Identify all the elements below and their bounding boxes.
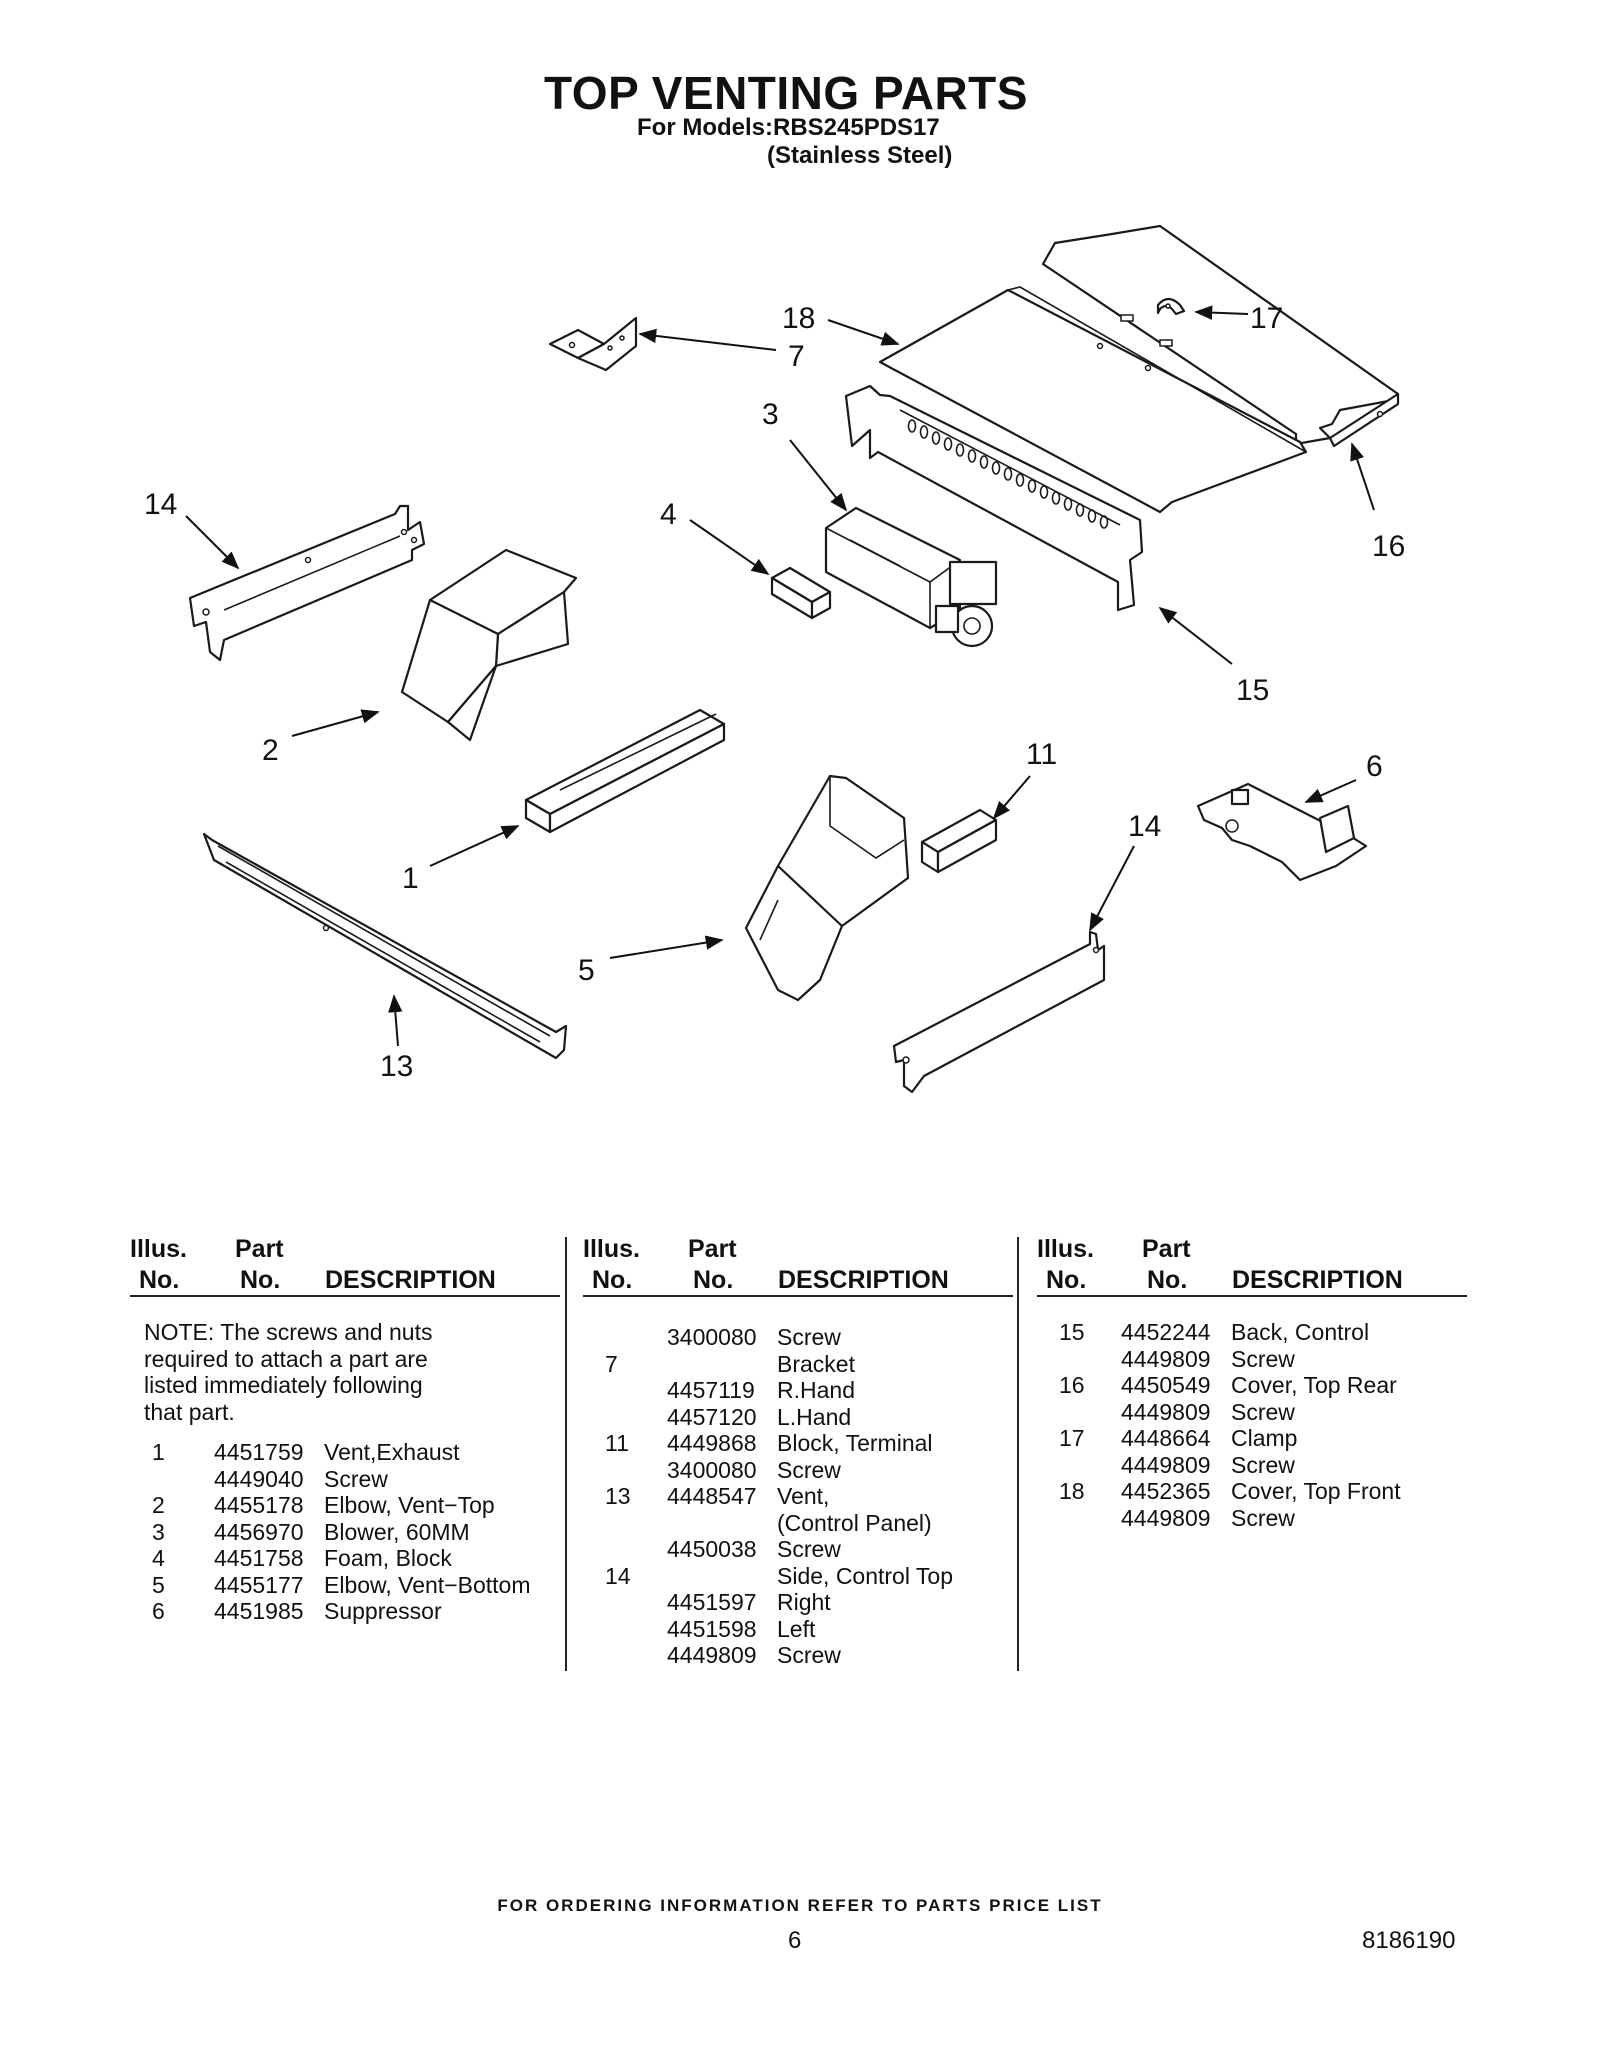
models-line-2: (Stainless Steel) [767, 142, 953, 169]
part-14-side-control-top-upper [188, 504, 426, 662]
part-11-terminal-block [920, 808, 998, 874]
header-part: Part [235, 1235, 284, 1263]
table-header: Illus. No. Part No. DESCRIPTION [1037, 1235, 1467, 1297]
page-number: 6 [788, 1927, 802, 1954]
part-1-vent-exhaust [524, 708, 726, 834]
header-description: DESCRIPTION [778, 1266, 949, 1294]
part-7-bracket [548, 316, 638, 372]
callout-14-lower: 14 [1128, 810, 1161, 843]
part-2-elbow-vent-top [400, 548, 578, 742]
table-row: (Control Panel) [777, 1509, 932, 1536]
header-description: DESCRIPTION [325, 1266, 496, 1294]
table-rows: NOTE: The screws and nuts required to at… [130, 1297, 560, 1625]
header-illus: Illus. [130, 1235, 187, 1263]
column-divider [1017, 1237, 1019, 1671]
header-illus-no: No. [592, 1266, 633, 1294]
table-header: Illus. No. Part No. DESCRIPTION [583, 1235, 1013, 1297]
header-illus: Illus. [1037, 1235, 1094, 1263]
parts-table-column-1: Illus. No. Part No. DESCRIPTION NOTE: Th… [130, 1235, 560, 1625]
part-14-side-control-top-lower [892, 930, 1106, 1094]
callout-2: 2 [262, 734, 279, 767]
callout-4: 4 [660, 498, 677, 531]
note-line: required to attach a part are [144, 1345, 428, 1372]
exploded-parts-diagram: 18 17 7 3 14 4 16 15 2 11 6 14 1 5 13 [144, 224, 1405, 1094]
part-15-control-back [844, 384, 1144, 612]
callout-16: 16 [1372, 530, 1405, 563]
part-16-top-rear-cover [1041, 224, 1400, 448]
page-title: TOP VENTING PARTS [544, 67, 1028, 119]
header-part: Part [1142, 1235, 1191, 1263]
header-illus-no: No. [139, 1266, 180, 1294]
callout-14-upper: 14 [144, 488, 177, 521]
header-part-no: No. [693, 1266, 734, 1294]
part-17-clamp [1156, 297, 1186, 316]
header-part: Part [688, 1235, 737, 1263]
models-caption: For Models:RBS245PDS17 (Stainless Steel) [637, 114, 952, 170]
callout-3: 3 [762, 398, 779, 431]
note-text: NOTE: The screws and nuts required to at… [130, 1319, 560, 1425]
callout-1: 1 [402, 862, 419, 895]
callout-13: 13 [380, 1050, 413, 1083]
part-13-control-panel-vent [202, 832, 568, 1060]
callout-6: 6 [1366, 750, 1383, 783]
models-line-1: For Models:RBS245PDS17 [637, 114, 940, 141]
callout-5: 5 [578, 954, 595, 987]
callout-18: 18 [782, 302, 815, 335]
column-divider [565, 1237, 567, 1671]
note-line: listed immediately following [144, 1372, 423, 1398]
header-part-no: No. [240, 1266, 281, 1294]
part-6-suppressor [1196, 782, 1368, 882]
part-5-elbow-vent-bottom [744, 774, 910, 1002]
callout-15: 15 [1236, 674, 1269, 707]
callout-17: 17 [1250, 302, 1283, 335]
callout-11: 11 [1026, 738, 1057, 771]
document-number: 8186190 [1362, 1927, 1456, 1954]
header-description: DESCRIPTION [1232, 1266, 1403, 1294]
note-line: NOTE: The screws and nuts [144, 1319, 433, 1345]
callout-7: 7 [788, 340, 805, 373]
header-part-no: No. [1147, 1266, 1188, 1294]
note-line: that part. [144, 1398, 235, 1425]
part-3-blower [824, 506, 998, 648]
table-header: Illus. No. Part No. DESCRIPTION [130, 1235, 560, 1297]
part-18-top-front-cover [878, 286, 1308, 514]
part-4-foam-block [770, 566, 832, 620]
ordering-footer: FOR ORDERING INFORMATION REFER TO PARTS … [497, 1896, 1103, 1915]
header-illus-no: No. [1046, 1266, 1087, 1294]
header-illus: Illus. [583, 1235, 640, 1263]
